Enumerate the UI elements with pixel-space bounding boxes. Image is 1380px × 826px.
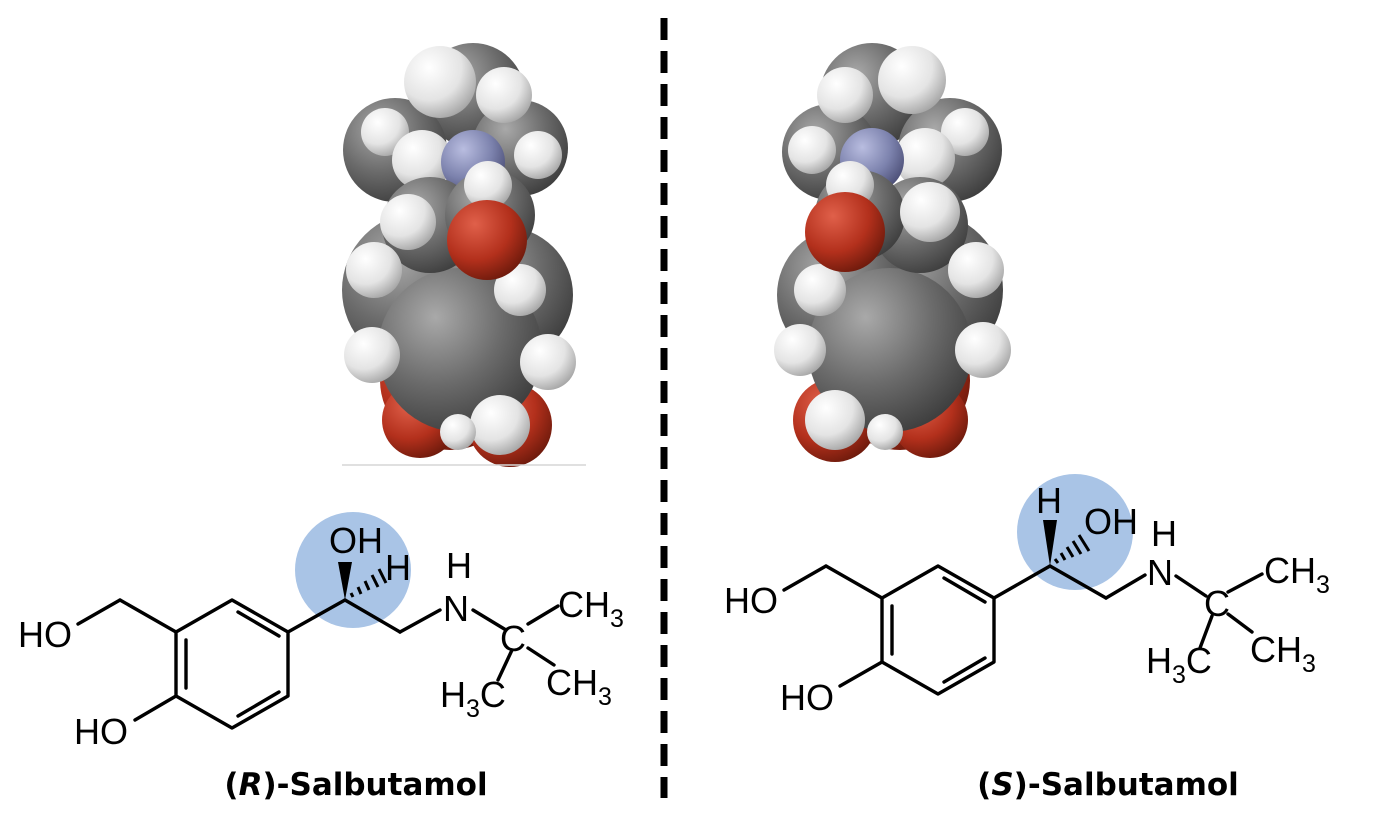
caption-s-salbutamol: (S)-Salbutamol: [977, 767, 1239, 803]
label-stereo-oh: OH: [329, 520, 383, 561]
hashed-wedge-bond: [1053, 534, 1091, 564]
label-phenol-ho: HO: [780, 677, 834, 718]
hashed-wedge-bond: [349, 568, 388, 598]
label-amine-n: N: [443, 588, 469, 629]
label-benzyl-ho: HO: [18, 614, 72, 655]
label-stereo-h: H: [385, 547, 411, 588]
stereocenter-highlight: [295, 512, 411, 628]
label-phenol-ho: HO: [74, 711, 128, 752]
label-methyl-lower: H3C: [1146, 640, 1212, 689]
label-amine-h: H: [1151, 513, 1177, 554]
label-quaternary-c: C: [1204, 583, 1230, 624]
structural-formula-s: HO HO H OH H N C CH3 CH3 H3C (S)-Salbuta…: [724, 474, 1330, 803]
space-filling-model-s: [774, 43, 1011, 462]
label-methyl-right: CH3: [546, 662, 612, 711]
label-stereo-h: H: [1036, 480, 1062, 521]
label-amine-h: H: [446, 545, 472, 586]
structural-formula-r: HO HO OH H H N C CH3 CH3 H3C (R)-Salbuta…: [18, 512, 624, 803]
stereocenter-highlight: [1017, 474, 1133, 590]
caption-r-salbutamol: (R)-Salbutamol: [224, 767, 487, 803]
label-methyl-lower: H3C: [440, 674, 506, 723]
label-benzyl-ho: HO: [724, 580, 778, 621]
label-methyl-upper: CH3: [1264, 550, 1330, 599]
label-quaternary-c: C: [500, 618, 526, 659]
label-amine-n: N: [1147, 552, 1173, 593]
label-stereo-oh: OH: [1084, 501, 1138, 542]
label-methyl-upper: CH3: [558, 584, 624, 633]
space-filling-model-r: [342, 43, 586, 467]
label-methyl-right: CH3: [1250, 629, 1316, 678]
